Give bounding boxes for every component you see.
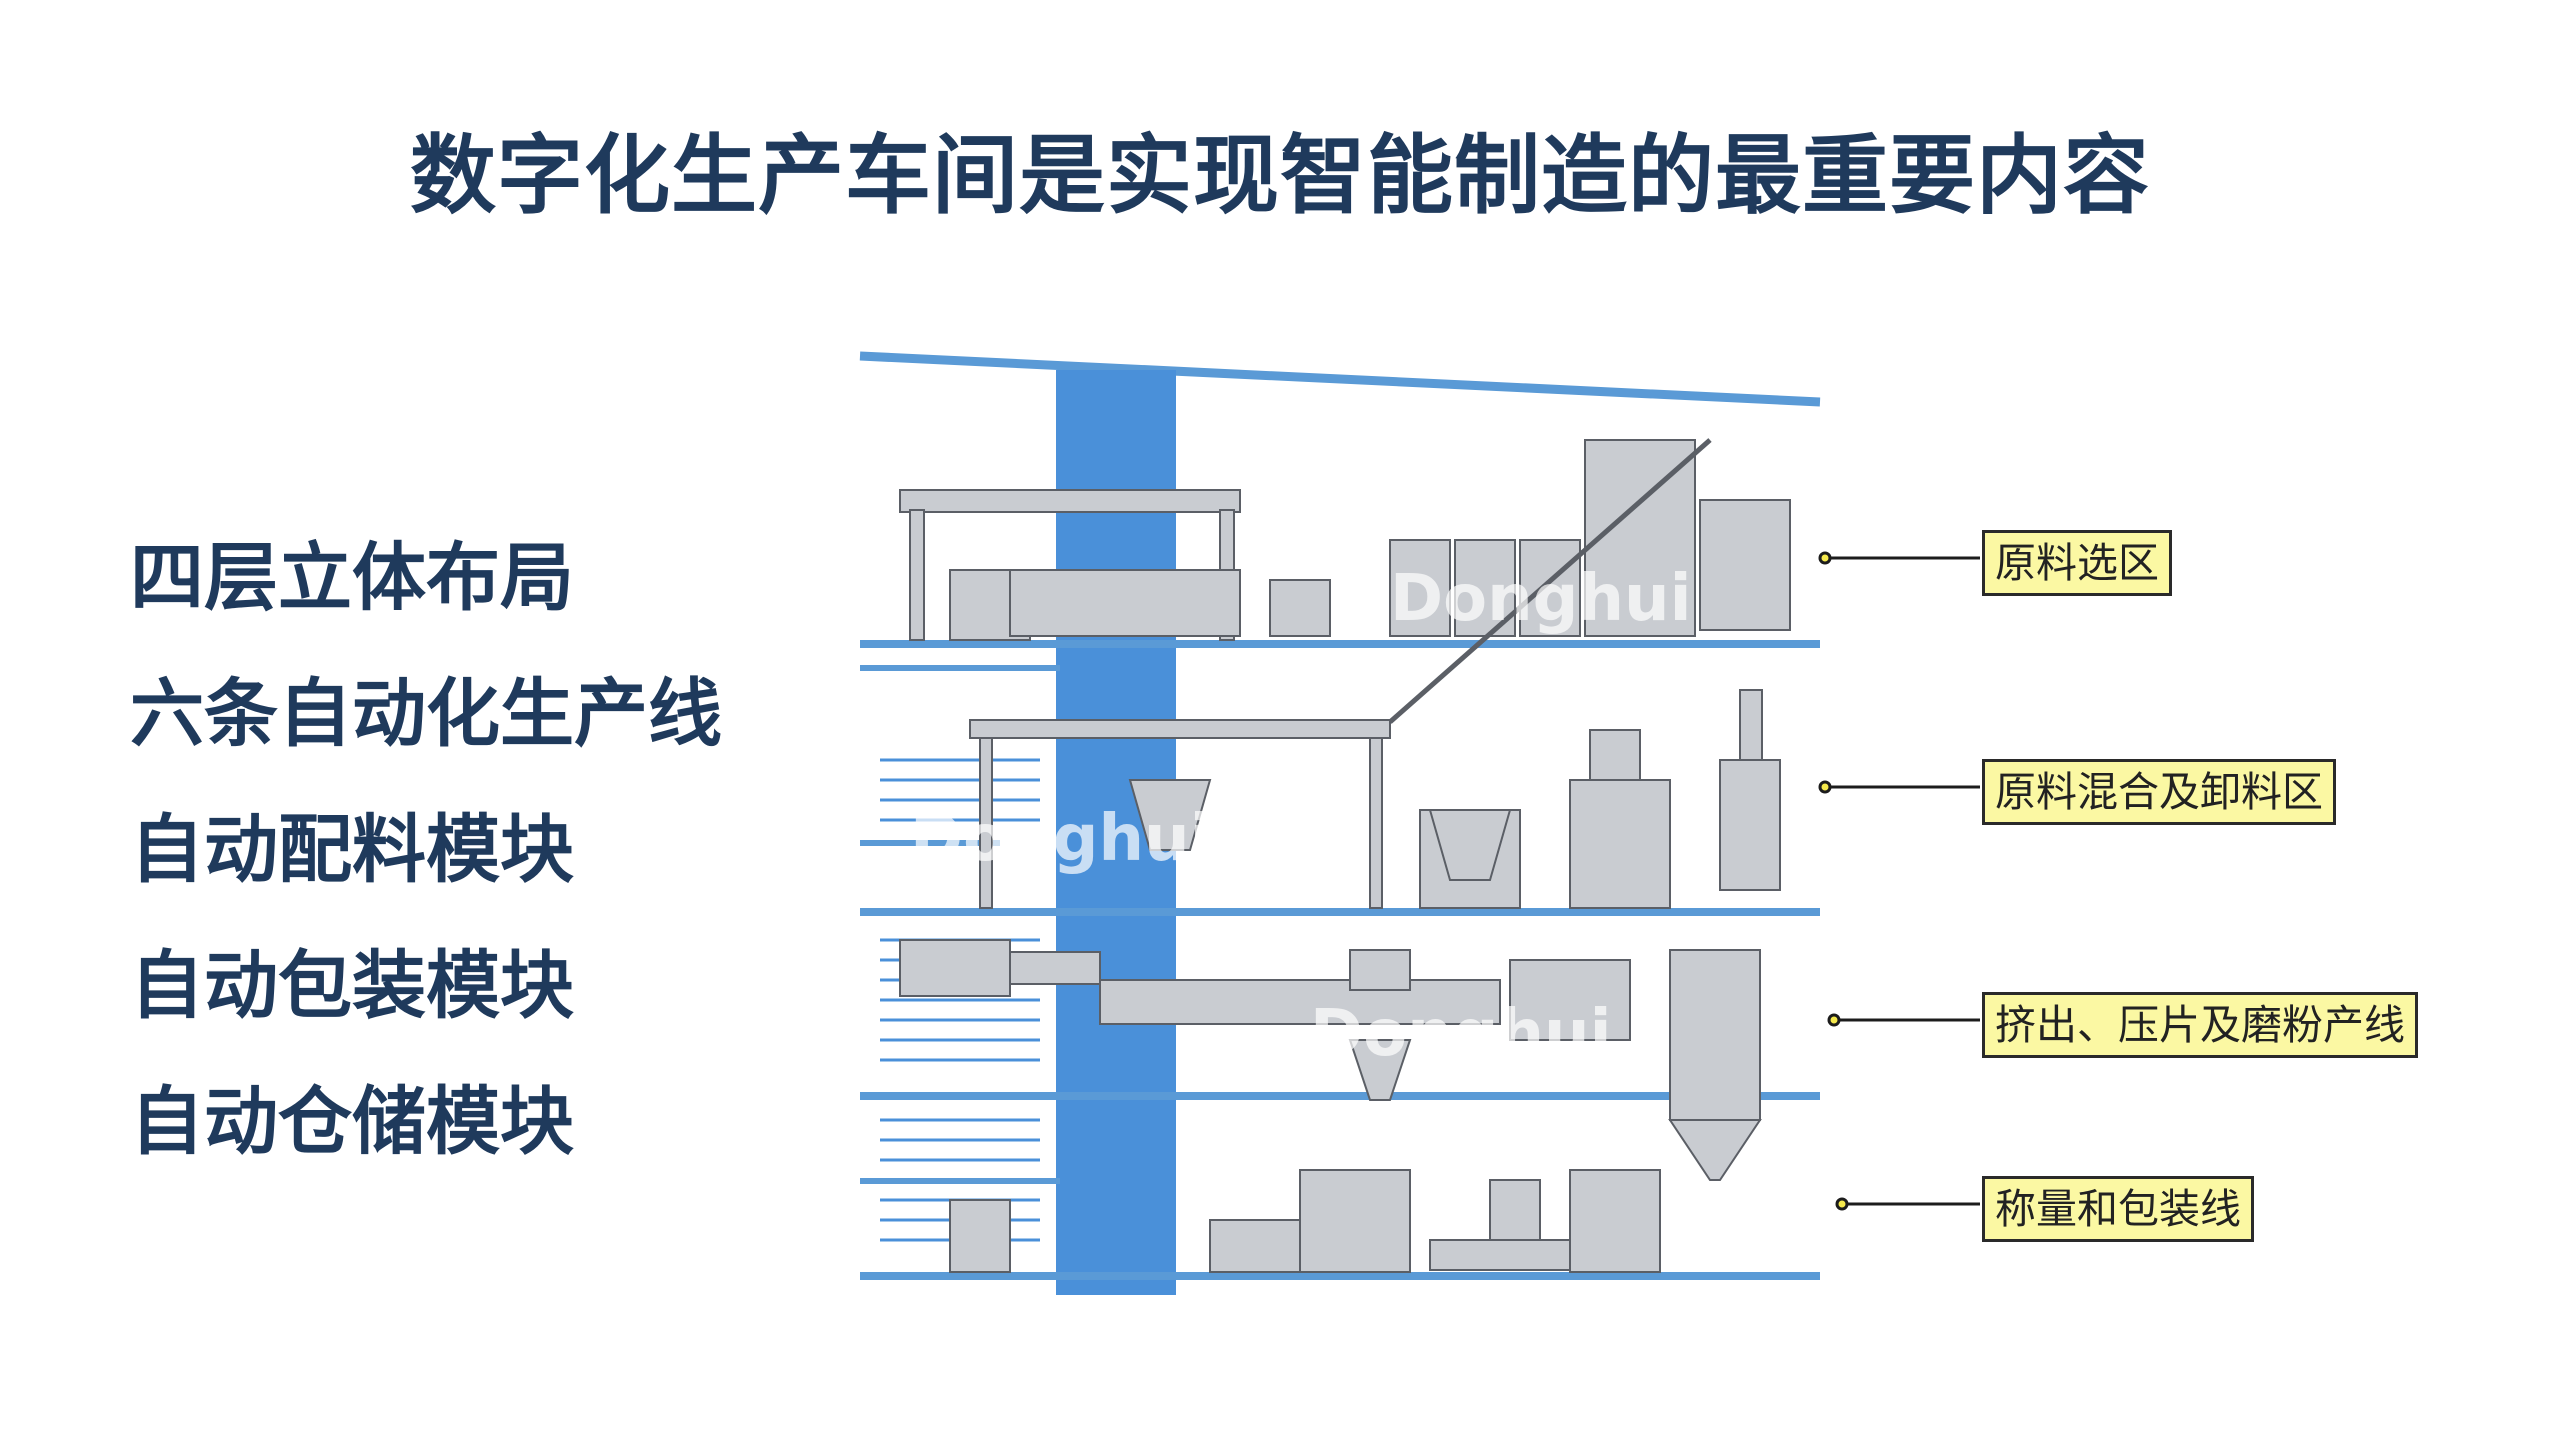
sub-floor-b [860, 840, 1000, 846]
sub-floor-a [860, 665, 1060, 671]
machinery [899, 438, 1791, 1273]
factory-diagram: Donghui Donghui Donghui [859, 351, 1980, 1295]
watermark-text-3: Donghui [1310, 997, 1612, 1071]
callout-leaders [1818, 551, 1980, 1211]
sub-floor-c [860, 1178, 1060, 1184]
bullet-item: 六条自动化生产线 [130, 671, 722, 757]
feature-list: 四层立体布局 六条自动化生产线 自动配料模块 自动包装模块 自动仓储模块 [130, 510, 722, 1190]
bullet-item: 四层立体布局 [130, 535, 574, 621]
bullet-item: 自动包装模块 [130, 943, 574, 1029]
floor-slabs [860, 640, 1820, 1280]
roof-line [859, 351, 1821, 407]
page-title: 数字化生产车间是实现智能制造的最重要内容 [410, 126, 2150, 226]
floor-3 [860, 908, 1820, 916]
callout-raw-material-zone: 原料选区 [1982, 530, 2172, 596]
watermark-text-2: Donghui [910, 802, 1212, 876]
bullet-item: 自动配料模块 [130, 807, 574, 893]
callout-packaging-line: 称量和包装线 [1982, 1176, 2254, 1242]
watermarks: Donghui Donghui Donghui [910, 562, 1692, 1071]
floor-2 [860, 1092, 1820, 1100]
callout-mixing-zone: 原料混合及卸料区 [1982, 759, 2336, 825]
watermark-text-1: Donghui [1390, 562, 1692, 636]
callout-extrusion-line: 挤出、压片及磨粉产线 [1982, 992, 2418, 1058]
floor-1 [860, 1272, 1820, 1280]
bullet-item: 自动仓储模块 [130, 1079, 574, 1165]
floor-4 [860, 640, 1820, 648]
